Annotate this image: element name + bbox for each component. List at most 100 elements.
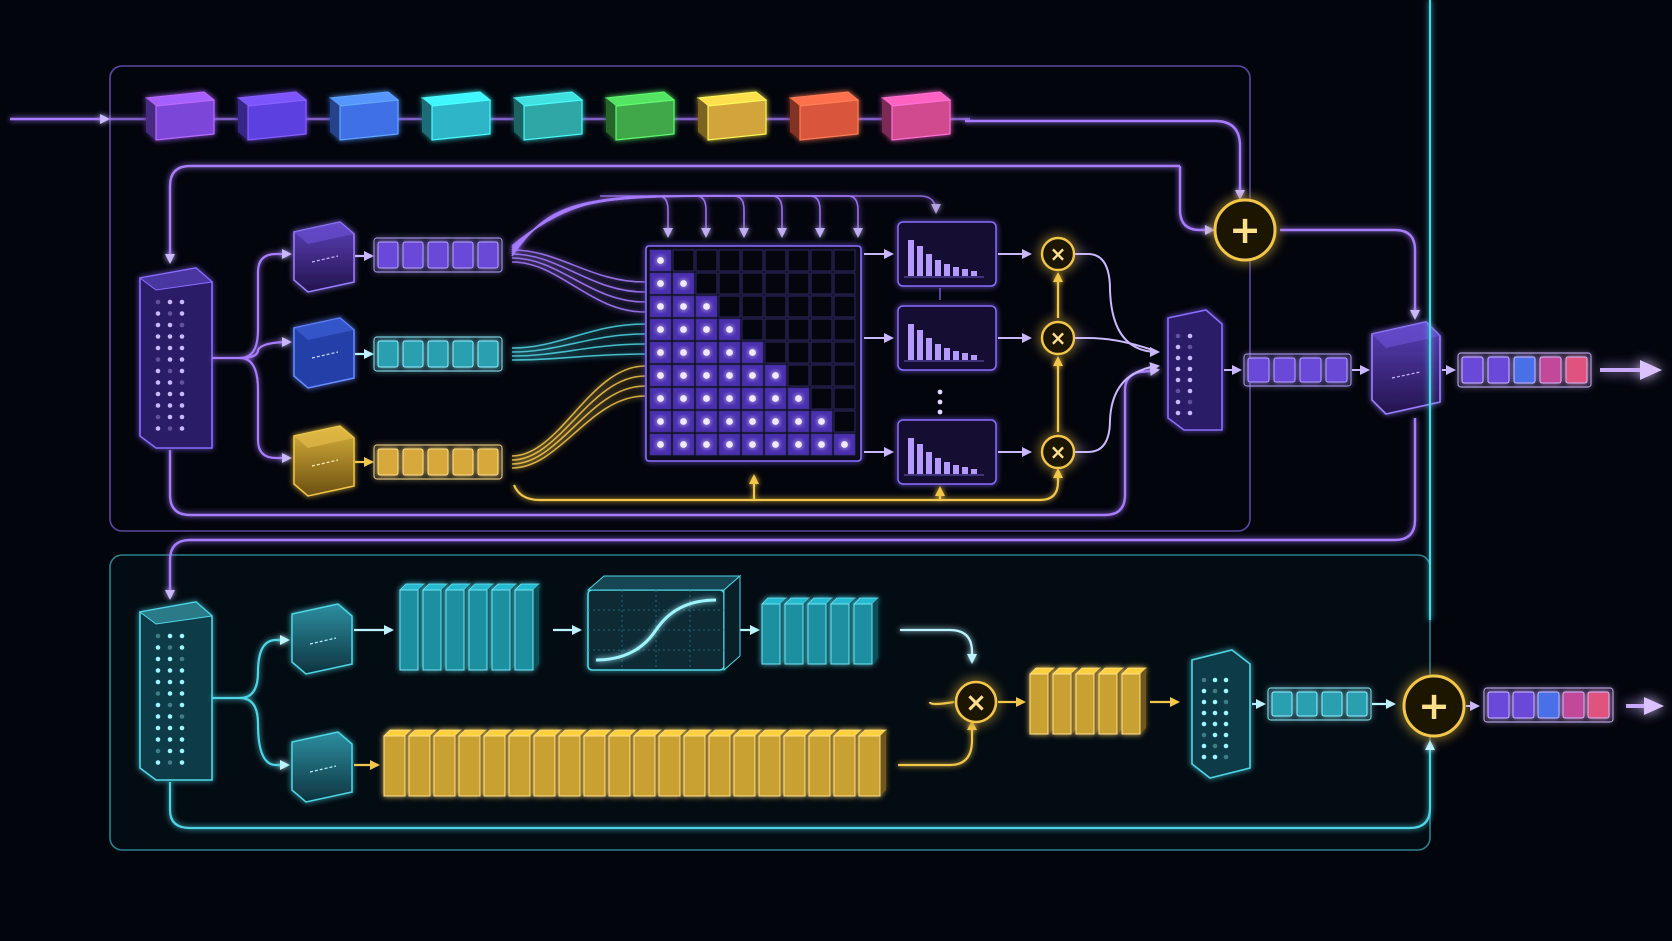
gate-units — [383, 729, 887, 797]
mlp-out-cell-group — [1267, 687, 1372, 721]
attention-final-cell — [1539, 356, 1562, 384]
gate-unit-face — [508, 735, 531, 797]
gated-unit — [1052, 667, 1078, 735]
mask-cell-dot — [726, 349, 733, 356]
gate-unit — [808, 729, 837, 797]
mlp-output-vector — [1267, 687, 1372, 721]
mask-cell-dot — [703, 303, 710, 310]
norm-dot — [155, 645, 161, 650]
query-cell — [402, 241, 424, 269]
softmax-bar — [935, 344, 941, 360]
attention-multiply-node: × — [1040, 320, 1088, 356]
norm-dot — [167, 334, 173, 339]
input-token — [604, 91, 676, 141]
mlp-out-cell — [1346, 691, 1368, 717]
down-dot — [1212, 743, 1218, 749]
gated-unit-face — [1029, 673, 1049, 735]
mlp-out-cell — [1296, 691, 1318, 717]
down-dot — [1223, 721, 1229, 727]
mask-cell-masked — [764, 272, 787, 295]
concat-dot — [1187, 333, 1193, 339]
norm-dot — [167, 679, 173, 685]
token-face — [891, 99, 951, 141]
final-out-cell — [1562, 691, 1585, 719]
concat-dot — [1175, 355, 1181, 361]
gate-unit-side — [880, 730, 886, 796]
gated-unit-face — [1121, 673, 1141, 735]
token-face — [431, 99, 491, 141]
mask-cell-dot — [749, 372, 756, 379]
gate-unit-face — [858, 735, 881, 797]
token-face — [615, 99, 675, 141]
mask-cell-masked — [672, 249, 695, 272]
softmax-bar — [935, 260, 941, 276]
key-cell — [477, 340, 499, 368]
fan-line — [511, 261, 646, 313]
norm-dot — [179, 414, 185, 420]
mask-cell-dot — [726, 441, 733, 448]
norm-dot — [155, 702, 161, 708]
mask-cell-dot — [657, 326, 664, 333]
attention-weighting-nodes: ××× — [1040, 236, 1088, 470]
down-dot — [1212, 677, 1218, 683]
mask-cell-dot — [680, 418, 687, 425]
final-out-cell — [1512, 691, 1535, 719]
gate-unit-face — [558, 735, 581, 797]
attention-multiply-node: × — [1040, 236, 1088, 272]
arrow-head-icon — [1644, 697, 1664, 715]
residual-skip-1b — [1178, 166, 1215, 235]
norm-dot — [155, 668, 161, 673]
fan-line — [511, 253, 646, 293]
mask-cell-masked — [741, 272, 764, 295]
norm-dot — [179, 345, 185, 351]
softmax-bar — [944, 348, 950, 360]
mask-cell-dot — [795, 418, 802, 425]
mlp-out-cell — [1321, 691, 1343, 717]
to-mlp-line — [165, 418, 1417, 600]
fan-line — [511, 353, 646, 361]
causal-attention-mask — [645, 245, 862, 462]
value-cell-group — [373, 444, 503, 480]
value-cell-frame — [373, 444, 503, 480]
down-dot — [1201, 732, 1207, 738]
norm-dot — [155, 760, 161, 765]
activated-unit-face — [784, 603, 804, 665]
multiply-ring — [1040, 236, 1076, 272]
query-cell — [477, 241, 499, 269]
down-dot — [1201, 710, 1207, 716]
query-cell — [377, 241, 399, 269]
mask-cell-masked — [810, 249, 833, 272]
mask-cell-dot — [703, 349, 710, 356]
softmax-bar — [962, 353, 968, 360]
mask-cell-masked — [833, 364, 856, 387]
token-side — [330, 98, 340, 140]
key-cell — [452, 340, 474, 368]
norm-dot — [179, 368, 185, 374]
multiply-icon: × — [1050, 326, 1067, 350]
fan-line — [511, 257, 646, 303]
gate-unit-face — [658, 735, 681, 797]
norm-dot — [155, 737, 161, 742]
softmax-panel — [864, 221, 1032, 287]
attention-output-vector — [1243, 353, 1352, 387]
gate-unit — [733, 729, 762, 797]
norm-dot — [155, 414, 161, 420]
norm-dot — [167, 737, 173, 742]
norm-dot — [167, 414, 173, 420]
mask-cell-dot — [657, 257, 664, 264]
norm-dot — [179, 380, 185, 385]
norm-dot — [179, 426, 185, 431]
concat-dot — [1187, 410, 1193, 416]
hidden-unit — [468, 583, 494, 671]
attention-final-cell-frame — [1457, 352, 1592, 388]
mask-cell-masked — [695, 272, 718, 295]
query-to-grid-line — [511, 195, 711, 249]
query-cell — [427, 241, 449, 269]
norm1-input-line — [165, 164, 1180, 264]
down-dot — [1223, 677, 1229, 683]
activated-unit — [853, 597, 879, 665]
token-side — [790, 98, 800, 140]
mask-cell-dot — [680, 326, 687, 333]
input-token — [236, 91, 308, 141]
